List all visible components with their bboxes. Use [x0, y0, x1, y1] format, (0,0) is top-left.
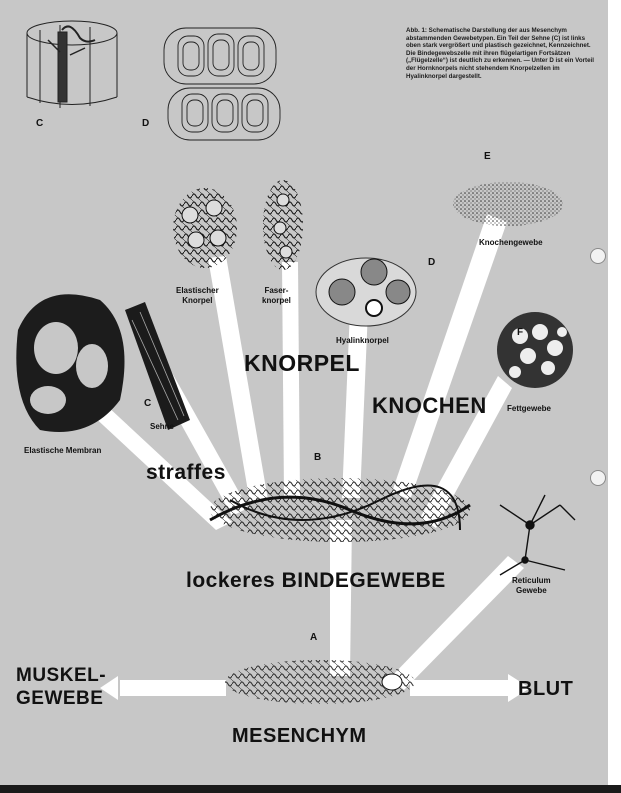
heading-muskel: MUSKEL- GEWEBE: [16, 664, 106, 710]
label-fat-tissue: Fettgewebe: [507, 404, 552, 413]
tissue-reticular: [499, 494, 576, 576]
label-fiber-cartilage-line1: Faser-: [264, 286, 289, 295]
heading-lockeres: lockeres BINDEGEWEBE: [186, 569, 446, 592]
label-tendon: Sehne: [150, 422, 175, 431]
tissue-elastic-cartilage: [173, 188, 237, 268]
label-fiber-cartilage: Faser- knorpel: [262, 286, 291, 306]
beam-reticular: [390, 556, 524, 690]
tissue-fiber-cartilage: [263, 180, 303, 270]
tissue-elastic-membrane: [16, 294, 125, 432]
heading-muskel-line2: GEWEBE: [16, 688, 104, 709]
label-bone-tissue: Knochengewebe: [479, 238, 543, 247]
letter-b: B: [314, 452, 322, 463]
cartilage-inset-illustration: [163, 27, 281, 141]
label-reticular-line1: Reticulum: [512, 576, 551, 585]
inset-letter-d: D: [142, 118, 150, 129]
arrow-blut-icon: [508, 674, 530, 702]
page-edge: [608, 0, 621, 793]
label-elastic-cartilage-line1: Elastischer: [176, 286, 219, 295]
beam-elastic-cartilage: [208, 256, 268, 503]
label-reticular-tissue: Reticulum Gewebe: [512, 576, 551, 596]
label-reticular-line2: Gewebe: [515, 586, 547, 595]
heading-blut: BLUT: [518, 678, 574, 700]
beam-fiber-cartilage: [282, 262, 300, 496]
beam-bone: [392, 214, 507, 500]
heading-knochen: KNOCHEN: [372, 393, 487, 418]
letter-f: F: [517, 327, 524, 338]
beam-blut: [410, 680, 510, 696]
tissue-mesenchym: [225, 660, 415, 704]
inset-letter-c: C: [36, 118, 44, 129]
tendon-inset-illustration: [26, 20, 118, 108]
heading-mesenchym: MESENCHYM: [232, 725, 367, 747]
beam-fat: [420, 376, 512, 528]
label-elastic-cartilage: Elastischer Knorpel: [176, 286, 219, 306]
tissue-loose-connective: [209, 478, 471, 542]
heading-knorpel: KNORPEL: [244, 350, 360, 376]
tissue-hyaline-cartilage: [315, 257, 417, 327]
punch-hole-top: [590, 248, 606, 264]
label-hyaline-cartilage: Hyalinknorpel: [336, 336, 389, 345]
punch-hole-bottom: [590, 470, 606, 486]
connection-beams: [76, 214, 524, 696]
scan-bottom-strip: [0, 785, 621, 793]
tissue-bone: [453, 182, 563, 226]
heading-muskel-line1: MUSKEL-: [16, 665, 107, 686]
tissue-tendon: [125, 302, 190, 430]
label-elastic-cartilage-line2: Knorpel: [182, 296, 213, 305]
letter-d: D: [428, 257, 436, 268]
beam-muskel: [120, 680, 226, 696]
label-fiber-cartilage-line2: knorpel: [262, 296, 291, 305]
arrow-muskel-icon: [100, 676, 118, 700]
beam-hyaline-cartilage: [342, 310, 368, 498]
beam-loose-to-mesenchym: [330, 520, 352, 676]
figure-caption: Abb. 1: Schematische Darstellung der aus…: [406, 27, 594, 80]
letter-a: A: [310, 632, 318, 643]
beam-elastic-membrane: [76, 392, 232, 530]
tissue-fat: [497, 312, 573, 388]
heading-straffes: straffes: [146, 461, 226, 484]
label-elastic-membrane: Elastische Membran: [24, 446, 102, 455]
letter-e: E: [484, 151, 491, 162]
letter-c: C: [144, 398, 152, 409]
